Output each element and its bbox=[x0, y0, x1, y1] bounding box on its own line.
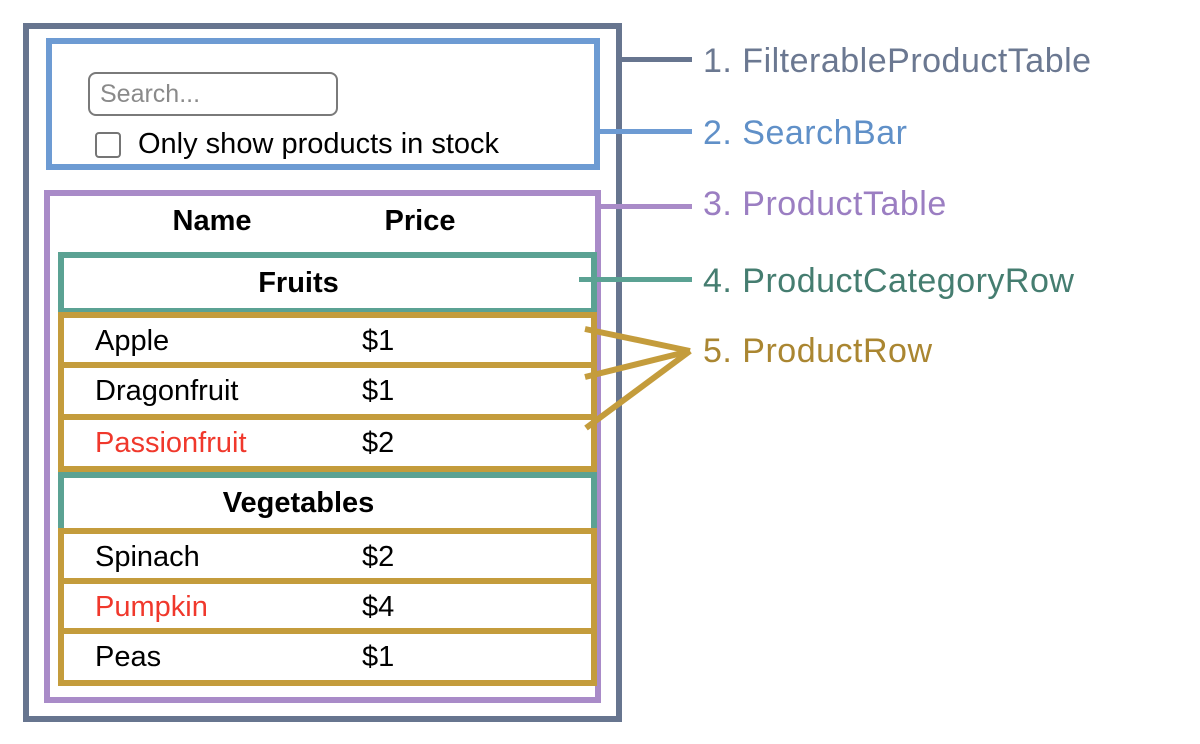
legend-label-filterable-product-table: 1. FilterableProductTable bbox=[703, 42, 1092, 80]
product-price: $2 bbox=[362, 426, 395, 459]
product-row-dragonfruit: Dragonfruit $1 bbox=[58, 362, 597, 420]
connector-line-filterable-product-table bbox=[616, 57, 692, 62]
product-name: Apple bbox=[95, 324, 170, 357]
category-row-vegetables: Vegetables bbox=[58, 472, 597, 534]
product-price: $1 bbox=[362, 324, 395, 357]
product-row-passionfruit: Passionfruit $2 bbox=[58, 414, 597, 472]
product-name: Passionfruit bbox=[95, 426, 247, 459]
category-label: Fruits bbox=[258, 266, 339, 299]
search-input[interactable] bbox=[88, 72, 338, 116]
product-price: $1 bbox=[362, 374, 395, 407]
search-bar-box: Only show products in stock bbox=[46, 38, 600, 170]
in-stock-checkbox[interactable] bbox=[95, 131, 121, 158]
legend-label-search-bar: 2. SearchBar bbox=[703, 114, 908, 152]
legend-label-product-category-row: 4. ProductCategoryRow bbox=[703, 262, 1075, 300]
product-row-spinach: Spinach $2 bbox=[58, 528, 597, 586]
connector-line-product-table bbox=[595, 204, 692, 209]
connector-line-search-bar bbox=[594, 129, 692, 134]
in-stock-filter: Only show products in stock bbox=[95, 128, 499, 161]
product-name: Peas bbox=[95, 640, 162, 673]
product-name: Pumpkin bbox=[95, 590, 208, 623]
product-row-peas: Peas $1 bbox=[58, 628, 597, 686]
product-name: Dragonfruit bbox=[95, 374, 239, 407]
product-table-box: Name Price Fruits Apple $1 Dragonfruit $… bbox=[44, 190, 601, 703]
connector-line-product-category-row bbox=[579, 277, 692, 282]
product-price: $4 bbox=[362, 590, 395, 623]
product-name: Spinach bbox=[95, 540, 200, 573]
in-stock-checkbox-label: Only show products in stock bbox=[138, 128, 500, 160]
legend-label-product-row: 5. ProductRow bbox=[703, 332, 933, 370]
product-price: $2 bbox=[362, 540, 395, 573]
category-label: Vegetables bbox=[222, 486, 375, 519]
legend-label-product-table: 3. ProductTable bbox=[703, 185, 947, 223]
column-header-name: Name bbox=[172, 205, 252, 237]
product-row-apple: Apple $1 bbox=[58, 312, 597, 370]
product-price: $1 bbox=[362, 640, 395, 673]
category-row-fruits: Fruits bbox=[58, 252, 597, 314]
column-header-price: Price bbox=[384, 205, 456, 237]
